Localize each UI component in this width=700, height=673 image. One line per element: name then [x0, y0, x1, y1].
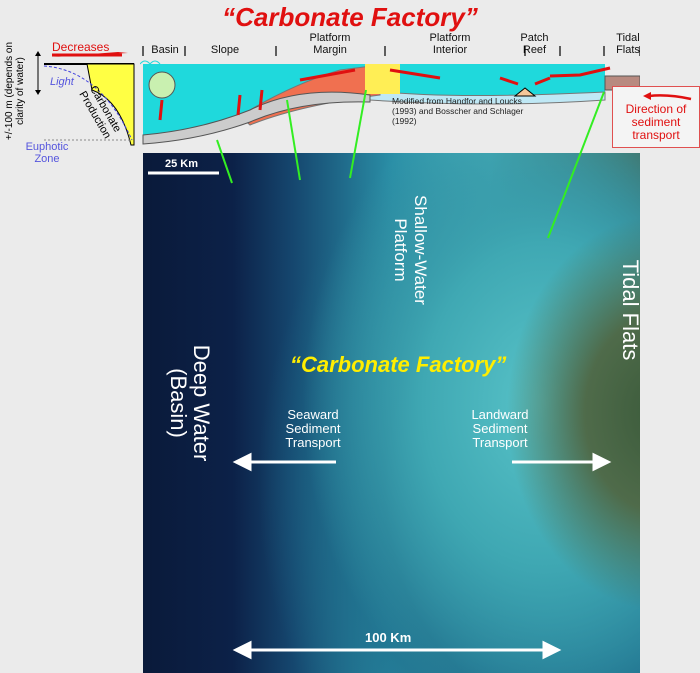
width-label: 100 Km — [365, 630, 412, 645]
light-diagram: Decreases +/-100 m (depends on clarity o… — [0, 40, 140, 165]
title: “Carbonate Factory” — [222, 2, 478, 32]
tidal-flats-label: Tidal Flats — [618, 259, 643, 361]
zone-tidal-flats: Tidal Flats — [616, 32, 640, 56]
seaward-label: Seaward Sediment Transport — [285, 407, 341, 450]
zone-slope: Slope — [210, 44, 240, 56]
euphotic-zone-label: Euphotic Zone — [25, 141, 69, 165]
light-curve — [35, 51, 135, 146]
legend-arrow-icon — [643, 92, 692, 101]
legend-direction-label: Direction of sediment transport — [625, 102, 687, 142]
credit: Modified from Handfor and Loucks (1993) … — [392, 96, 524, 126]
legend-box: Direction of sediment transport — [612, 86, 700, 148]
zone-basin: Basin — [151, 44, 179, 56]
zone-platform-interior: Platform Interior — [429, 32, 471, 56]
zone-patch-reef: Patch Reef — [520, 32, 549, 56]
decreases-label: Decreases — [52, 40, 110, 54]
landward-label: Landward Sediment Transport — [471, 407, 529, 450]
factory-label: “Carbonate Factory” — [290, 352, 507, 377]
shallow-water-label: Shallow-Water Platform — [391, 195, 430, 305]
zone-platform-margin: Platform Margin — [309, 32, 351, 56]
satellite-image — [143, 153, 640, 673]
cross-section — [140, 46, 640, 145]
deep-water-label: Deep Water (Basin) — [166, 344, 214, 462]
light-label: Light — [50, 76, 74, 88]
scale-bar-label: 25 Km — [165, 158, 199, 170]
